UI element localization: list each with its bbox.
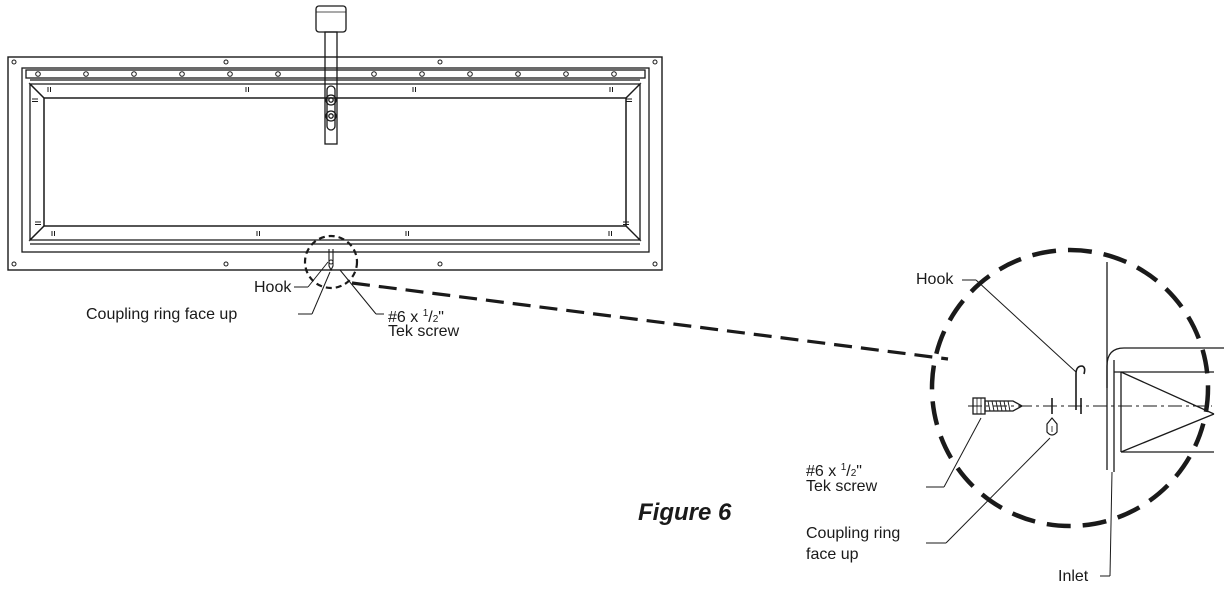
figure-caption: Figure 6 <box>638 499 732 526</box>
detail-coupling-label-line2: face up <box>806 546 859 563</box>
detail-inlet-label: Inlet <box>1058 568 1089 585</box>
magnified-detail <box>926 247 1224 577</box>
detail-callout-line <box>351 281 949 361</box>
overview-screw-label-line2: Tek screw <box>388 323 460 340</box>
overview-screw-label: #6 x 1/2" <box>388 308 444 326</box>
overview-coupling-label: Coupling ring face up <box>86 306 238 323</box>
detail-hook-label: Hook <box>916 271 954 288</box>
overview-coupling-detail <box>294 234 384 315</box>
flange-holes <box>11 59 658 267</box>
detail-screw-label: #6 x 1/2" <box>806 462 862 480</box>
overview-hook-label: Hook <box>254 279 292 296</box>
frame-tick-marks <box>32 87 632 236</box>
actuator-arm <box>315 5 347 145</box>
detail-screw-label-line2: Tek screw <box>806 478 878 495</box>
detail-coupling-label-line1: Coupling ring <box>806 525 901 542</box>
top-rail-holes <box>35 71 617 77</box>
